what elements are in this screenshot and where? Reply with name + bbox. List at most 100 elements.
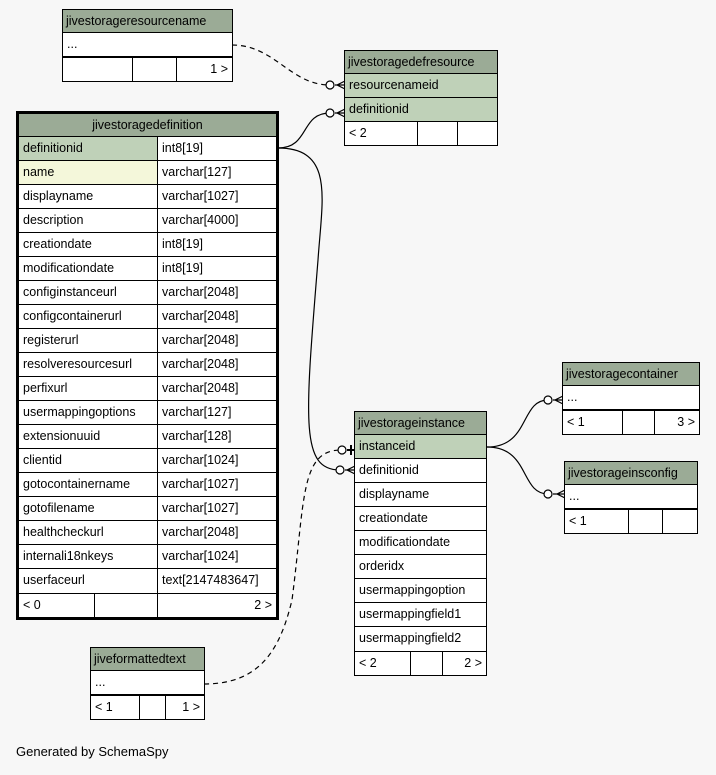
- table-row: instanceid: [355, 435, 486, 459]
- table-row: definitionid int8[19]: [19, 137, 276, 161]
- column-name: extensionuuid: [19, 425, 158, 448]
- column-name: instanceid: [359, 439, 416, 453]
- columns-count: [418, 122, 458, 145]
- generated-by-caption: Generated by SchemaSpy: [16, 744, 169, 759]
- column-type: int8[19]: [162, 141, 204, 155]
- column-type: varchar[1027]: [162, 501, 239, 515]
- column-name: modificationdate: [19, 257, 158, 280]
- link-formattedtext-instance: [203, 449, 342, 685]
- table-title: jivestoragecontainer: [563, 363, 699, 386]
- optional-end-icon: [325, 108, 335, 118]
- table-row: definitionid: [355, 459, 486, 483]
- link-instance-insconfig: [486, 446, 549, 495]
- column-name: usermappingfield1: [359, 607, 462, 621]
- columns-count: [140, 696, 166, 719]
- crowfoot-icon: [345, 465, 356, 475]
- column-type: varchar[2048]: [162, 525, 239, 539]
- table-jivestoragedefresource[interactable]: jivestoragedefresource resourcenameid de…: [344, 50, 498, 146]
- table-jivestorageresourcename[interactable]: jivestorageresourcename ... 1 >: [62, 9, 233, 82]
- link-instance-container: [486, 399, 549, 448]
- optional-end-icon: [335, 465, 345, 475]
- column-name: internali18nkeys: [19, 545, 158, 568]
- parents-count: < 2: [355, 652, 411, 675]
- table-row: displayname varchar[1027]: [19, 185, 276, 209]
- column-type: varchar[2048]: [162, 285, 239, 299]
- table-jivestoragedefinition[interactable]: jivestoragedefinition definitionid int8[1…: [16, 111, 279, 620]
- column-type: varchar[1027]: [162, 477, 239, 491]
- column-name: resolveresourcesurl: [19, 353, 158, 376]
- column-type: text[2147483647]: [162, 573, 259, 587]
- column-name: healthcheckurl: [19, 521, 158, 544]
- columns-count: [623, 411, 655, 434]
- column-type: varchar[4000]: [162, 213, 239, 227]
- column-name: description: [19, 209, 158, 232]
- column-name: orderidx: [359, 559, 405, 573]
- children-count: [458, 122, 497, 145]
- table-title: jivestoragedefresource: [345, 51, 497, 74]
- optional-end-icon: [543, 395, 553, 405]
- table-row: usermappingfield2: [355, 627, 486, 651]
- column-type: varchar[2048]: [162, 357, 239, 371]
- one-end-icon: [347, 445, 355, 455]
- column-name: clientid: [19, 449, 158, 472]
- table-row: modificationdate: [355, 531, 486, 555]
- table-row: orderidx: [355, 555, 486, 579]
- columns-count: [95, 594, 158, 617]
- column-type: varchar[127]: [162, 165, 232, 179]
- columns-count: [411, 652, 443, 675]
- column-name: configcontainerurl: [19, 305, 158, 328]
- table-row: usermappingfield1: [355, 603, 486, 627]
- children-count: 1 >: [182, 700, 200, 714]
- table-row: displayname: [355, 483, 486, 507]
- table-row: resolveresourcesurl varchar[2048]: [19, 353, 276, 377]
- table-jivestoragecontainer[interactable]: jivestoragecontainer ... < 1 3 >: [562, 362, 700, 435]
- column-name: gotofilename: [19, 497, 158, 520]
- table-row: configinstanceurl varchar[2048]: [19, 281, 276, 305]
- column-name: modificationdate: [359, 535, 451, 549]
- table-jiveformattedtext[interactable]: jiveformattedtext ... < 1 1 >: [90, 647, 205, 720]
- table-row: gotofilename varchar[1027]: [19, 497, 276, 521]
- column-name: displayname: [19, 185, 158, 208]
- table-row: healthcheckurl varchar[2048]: [19, 521, 276, 545]
- column-type: varchar[2048]: [162, 309, 239, 323]
- children-count: 2 >: [464, 656, 482, 670]
- ellipsis-row: ...: [567, 390, 578, 404]
- columns-count: [629, 510, 663, 533]
- table-jivestorageinsconfig[interactable]: jivestorageinsconfig ... < 1: [564, 461, 698, 534]
- parents-count: [63, 58, 133, 81]
- column-type: varchar[1024]: [162, 549, 239, 563]
- column-type: varchar[1024]: [162, 453, 239, 467]
- table-row: name varchar[127]: [19, 161, 276, 185]
- ellipsis-row: ...: [95, 675, 106, 689]
- link-definition-defresource: [277, 112, 331, 149]
- table-row: creationdate: [355, 507, 486, 531]
- link-definition-instance: [277, 147, 341, 471]
- optional-end-icon: [543, 489, 553, 499]
- crowfoot-icon: [553, 489, 566, 499]
- parents-count: < 1: [563, 411, 623, 434]
- column-type: varchar[128]: [162, 429, 232, 443]
- parents-count: < 2: [345, 122, 418, 145]
- column-name: name: [19, 161, 158, 184]
- column-resourcenameid: resourcenameid: [349, 78, 439, 92]
- table-row: description varchar[4000]: [19, 209, 276, 233]
- table-title: jivestoragedefinition: [19, 114, 276, 137]
- children-count: 2 >: [254, 598, 272, 612]
- table-jivestorageinstance[interactable]: jivestorageinstance instanceid definition…: [354, 411, 487, 676]
- table-title: jivestorageinstance: [355, 412, 486, 435]
- table-row: clientid varchar[1024]: [19, 449, 276, 473]
- columns-count: [133, 58, 177, 81]
- table-row: extensionuuid varchar[128]: [19, 425, 276, 449]
- column-name: configinstanceurl: [19, 281, 158, 304]
- column-name: definitionid: [19, 137, 158, 160]
- column-type: varchar[1027]: [162, 189, 239, 203]
- column-type: varchar[127]: [162, 405, 232, 419]
- children-count: 3 >: [677, 415, 695, 429]
- crowfoot-icon: [335, 108, 346, 118]
- link-resourcename-defresource: [231, 44, 331, 86]
- column-type: int8[19]: [162, 261, 204, 275]
